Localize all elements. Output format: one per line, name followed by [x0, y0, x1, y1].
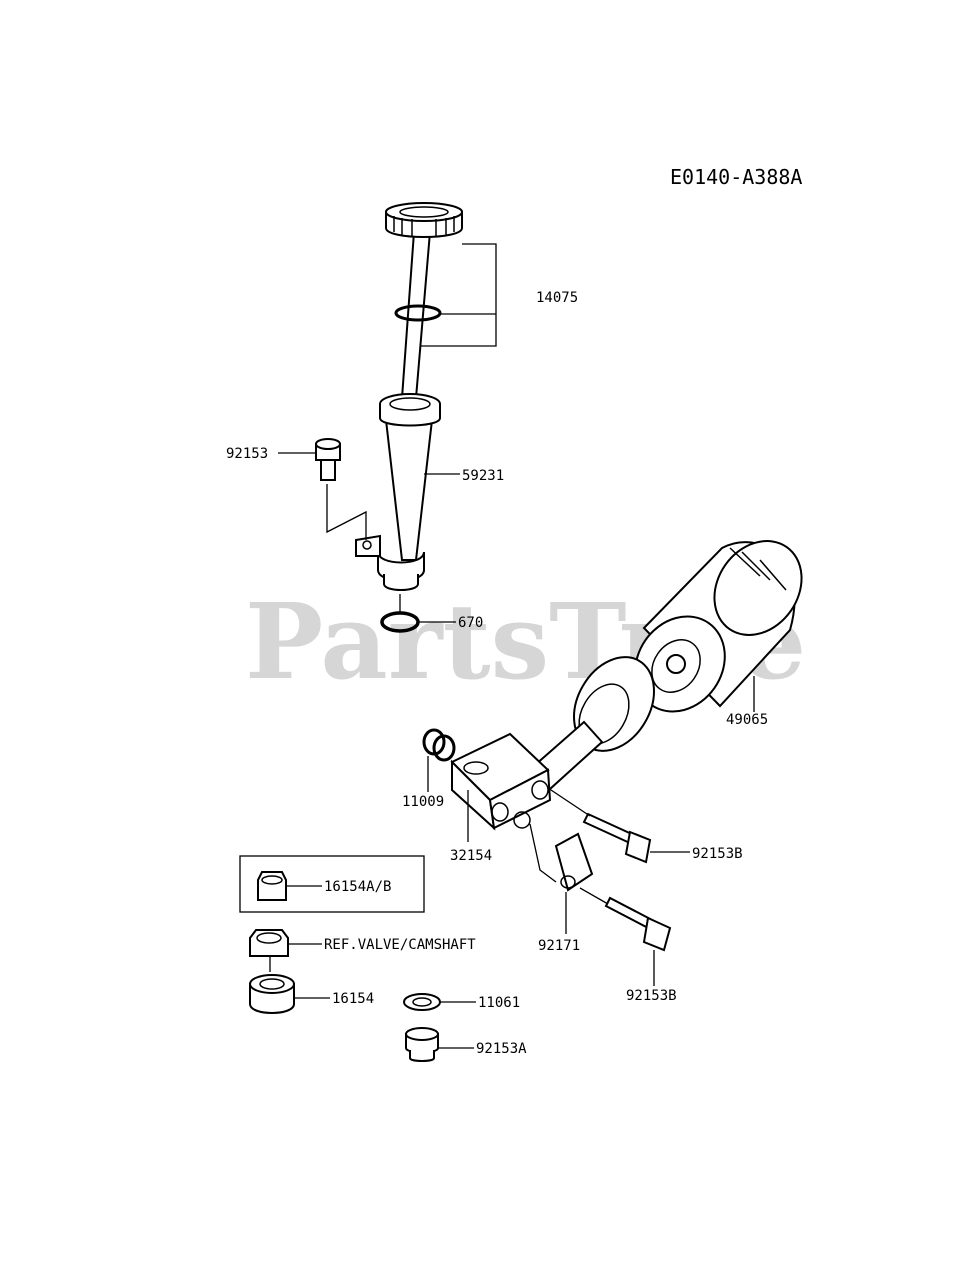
label-49065: 49065	[726, 712, 768, 728]
dipstick-14075[interactable]	[385, 202, 497, 399]
label-92153B-2: 92153B	[626, 988, 677, 1004]
box-16154AB[interactable]	[239, 855, 425, 913]
oil-pipe-32154[interactable]	[450, 643, 670, 842]
gear-16154[interactable]	[249, 974, 330, 1014]
label-16154: 16154	[332, 991, 374, 1007]
label-670: 670	[458, 615, 483, 631]
washer-11061[interactable]	[403, 993, 476, 1011]
label-59231: 59231	[462, 468, 504, 484]
label-32154: 32154	[450, 848, 492, 864]
label-92153A: 92153A	[476, 1041, 527, 1057]
bolt-92153B-upper[interactable]	[547, 787, 690, 864]
o-ring-670[interactable]	[380, 594, 456, 633]
label-92153B-1: 92153B	[692, 846, 743, 862]
clamp-92171[interactable]	[529, 823, 594, 934]
bolt-92153[interactable]	[278, 438, 341, 481]
oil-fill-tube-59231[interactable]	[326, 393, 460, 591]
label-92171: 92171	[538, 938, 580, 954]
o-ring-11009[interactable]	[422, 728, 456, 792]
gear-ref-valve-camshaft[interactable]	[249, 929, 322, 972]
plug-92153A[interactable]	[405, 1027, 474, 1062]
diagram-code: E0140-A388A	[670, 165, 802, 189]
label-16154AB: 16154A/B	[324, 879, 391, 895]
label-11009: 11009	[402, 794, 444, 810]
label-ref-valve: REF.VALVE/CAMSHAFT	[324, 937, 476, 953]
label-14075: 14075	[536, 290, 578, 306]
label-92153: 92153	[226, 446, 268, 462]
label-11061: 11061	[478, 995, 520, 1011]
bolt-92153B-lower[interactable]	[579, 887, 672, 986]
